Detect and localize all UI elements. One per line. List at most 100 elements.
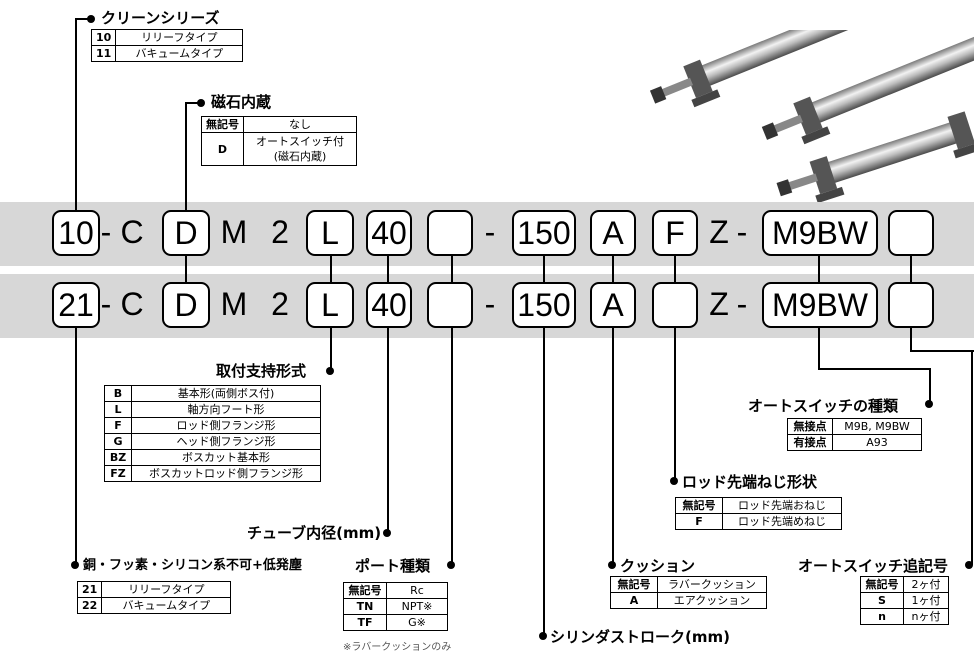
row1-cushion-box: A — [590, 210, 636, 256]
row2-dash: - — [100, 286, 112, 322]
row2-c: C — [120, 286, 144, 322]
connector — [818, 368, 930, 370]
row1-magnet-box: D — [162, 210, 210, 256]
connector — [612, 254, 614, 284]
row1-port-box — [427, 210, 473, 256]
cylinder-product-image — [649, 30, 974, 204]
connector — [543, 326, 545, 636]
connector — [818, 326, 820, 368]
bullet-dot — [71, 561, 79, 569]
row1-switch-box: M9BW — [762, 210, 878, 256]
connector — [387, 254, 389, 284]
connector — [543, 254, 545, 284]
connector — [929, 368, 931, 404]
row1-bore-box: 40 — [366, 210, 412, 256]
row1-switch-qty-box — [888, 210, 934, 256]
row2-switch-box: M9BW — [762, 282, 878, 328]
connector — [674, 326, 676, 481]
connector — [612, 326, 614, 565]
row2-switch-qty-box — [888, 282, 934, 328]
row1-mount-box: L — [306, 210, 354, 256]
connector — [330, 326, 332, 368]
connector — [185, 102, 199, 104]
bullet-dot — [608, 561, 616, 569]
row2-port-box — [427, 282, 473, 328]
row1-dash: - — [100, 214, 112, 250]
bullet-dot — [925, 400, 933, 408]
connector — [75, 326, 77, 565]
cushion-title: クッション — [620, 557, 696, 575]
connector — [330, 254, 332, 284]
row2-mount-box: L — [306, 282, 354, 328]
clean-series-title: クリーンシリーズ — [101, 9, 220, 27]
row2-dash: - — [484, 286, 496, 322]
connector — [971, 350, 973, 565]
row2-cushion-box: A — [590, 282, 636, 328]
table-row: 無記号ロッド先端おねじ — [675, 497, 842, 514]
mounting-title: 取付支持形式 — [216, 362, 307, 380]
row1-stroke-box: 150 — [512, 210, 576, 256]
port-type-note: ※ラバークッションのみ — [343, 642, 452, 653]
row1-z: Z — [709, 214, 729, 250]
bullet-dot — [87, 15, 95, 23]
connector — [185, 102, 187, 211]
row1-m: M — [220, 214, 248, 250]
row1-code-box: 10 — [52, 210, 100, 256]
rod-thread-title: ロッド先端ねじ形状 — [682, 473, 818, 491]
bullet-dot — [447, 561, 455, 569]
row2-m: M — [220, 286, 248, 322]
row1-c: C — [120, 214, 144, 250]
table-row: D オートスイッチ付(磁石内蔵) — [201, 132, 357, 166]
bullet-dot — [197, 99, 205, 107]
connector — [674, 254, 676, 284]
connector — [387, 326, 389, 533]
connector — [451, 254, 453, 284]
row2-magnet-box: D — [162, 282, 210, 328]
row2-z: Z — [709, 286, 729, 322]
row2-rod-end-box — [652, 282, 698, 328]
bullet-dot — [965, 561, 973, 569]
magnet-table: 無記号なし D オートスイッチ付(磁石内蔵) — [201, 116, 357, 166]
connector — [910, 350, 974, 352]
bullet-dot — [670, 477, 678, 485]
connector — [75, 18, 77, 211]
connector — [818, 254, 820, 284]
connector — [910, 326, 912, 351]
stroke-label: シリンダストローク(mm) — [550, 628, 730, 646]
connector — [451, 326, 453, 565]
bullet-dot — [383, 529, 391, 537]
row1-two: 2 — [271, 214, 289, 250]
row2-two: 2 — [271, 286, 289, 322]
connector — [185, 254, 187, 284]
table-row: 無記号ラバークッション — [610, 576, 767, 593]
connector — [910, 254, 912, 284]
row2-stroke-box: 150 — [512, 282, 576, 328]
row1-dash: - — [484, 214, 496, 250]
